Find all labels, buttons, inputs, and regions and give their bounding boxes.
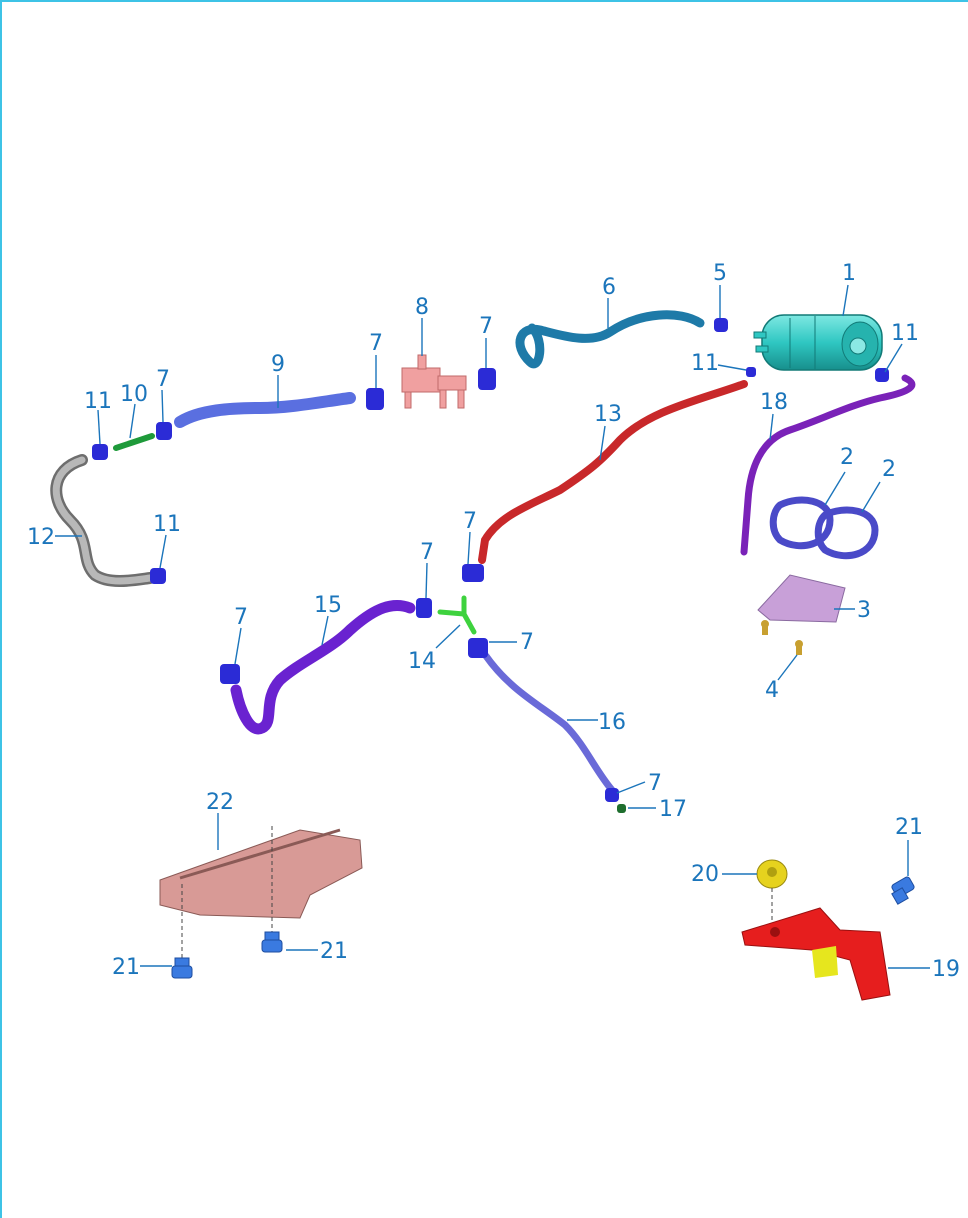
- connector-14-part: [437, 595, 477, 635]
- callout-15: 15: [314, 593, 342, 618]
- callout-11-left-bottom: 11: [153, 512, 181, 537]
- clamp-7d-part: [462, 564, 484, 582]
- hose-6-part: [515, 310, 705, 369]
- callout-21-right: 21: [895, 815, 923, 840]
- leader-lines: [55, 284, 930, 969]
- callout-11-right: 11: [891, 321, 919, 346]
- callout-14: 14: [408, 649, 436, 674]
- clamp-11b-part: [150, 568, 166, 584]
- callout-19: 19: [932, 957, 960, 982]
- callout-10: 10: [120, 382, 148, 407]
- callout-11-left-top: 11: [84, 389, 112, 414]
- callout-3: 3: [857, 598, 871, 623]
- cap-17-part: [617, 804, 626, 813]
- clamp-11a-part: [92, 444, 108, 460]
- callout-18: 18: [760, 390, 788, 415]
- callout-7-hose15-left: 7: [234, 605, 248, 630]
- callout-12: 12: [27, 525, 55, 550]
- callout-2-right: 2: [882, 457, 896, 482]
- callout-labels: 1 5 6 11 11 18 2 2 3 4 8 7 7 9 7 10 11 1…: [27, 261, 960, 982]
- plate-22-part: [159, 826, 363, 960]
- callout-9: 9: [271, 352, 285, 377]
- clamp-11c-part: [746, 367, 756, 377]
- callout-6: 6: [602, 275, 616, 300]
- clamp-7f-part: [220, 664, 240, 684]
- shield-3-part: [757, 574, 846, 623]
- callout-21-left: 21: [112, 955, 140, 980]
- nut-20-part: [756, 859, 788, 930]
- callout-5: 5: [713, 261, 727, 286]
- callout-17: 17: [659, 797, 687, 822]
- callout-7-valve-right: 7: [479, 314, 493, 339]
- clamp-7g-part: [468, 638, 488, 658]
- callout-7-hose16-top: 7: [520, 630, 534, 655]
- hose-9-part: [174, 392, 356, 428]
- bracket-19-part: [741, 907, 891, 1001]
- valve-8-part: [401, 354, 467, 409]
- callout-7-hose13: 7: [463, 509, 477, 534]
- callout-16: 16: [598, 710, 626, 735]
- clamp-5-part: [714, 318, 728, 332]
- callout-2-left: 2: [840, 445, 854, 470]
- callout-7-hose15-right: 7: [420, 540, 434, 565]
- callout-8: 8: [415, 295, 429, 320]
- clamp-7c-part: [156, 422, 172, 440]
- clamp-7b-part: [478, 368, 496, 390]
- clamp-7e-part: [416, 598, 432, 618]
- callout-4: 4: [765, 678, 779, 703]
- strap-2-part: [769, 496, 879, 560]
- hose-15-part: [230, 599, 416, 735]
- clamp-7h-part: [605, 788, 619, 802]
- callout-7-valve-left: 7: [369, 331, 383, 356]
- screws-4-part: [761, 620, 803, 655]
- hose-13-part: [478, 380, 748, 564]
- callout-22: 22: [206, 790, 234, 815]
- hose-18-part: [740, 374, 916, 556]
- hose-16-part: [482, 652, 616, 794]
- bolts-21-part: [171, 876, 915, 979]
- callout-1: 1: [842, 261, 856, 286]
- clamp-7a-part: [366, 388, 384, 410]
- tube-10-part: [113, 433, 155, 451]
- canister-part: [753, 314, 883, 371]
- callout-7-tube: 7: [156, 367, 170, 392]
- callout-13: 13: [594, 402, 622, 427]
- callout-7-hose16-bottom: 7: [648, 771, 662, 796]
- callout-21-middle: 21: [320, 939, 348, 964]
- callout-20: 20: [691, 862, 719, 887]
- callout-11-canister: 11: [691, 351, 719, 376]
